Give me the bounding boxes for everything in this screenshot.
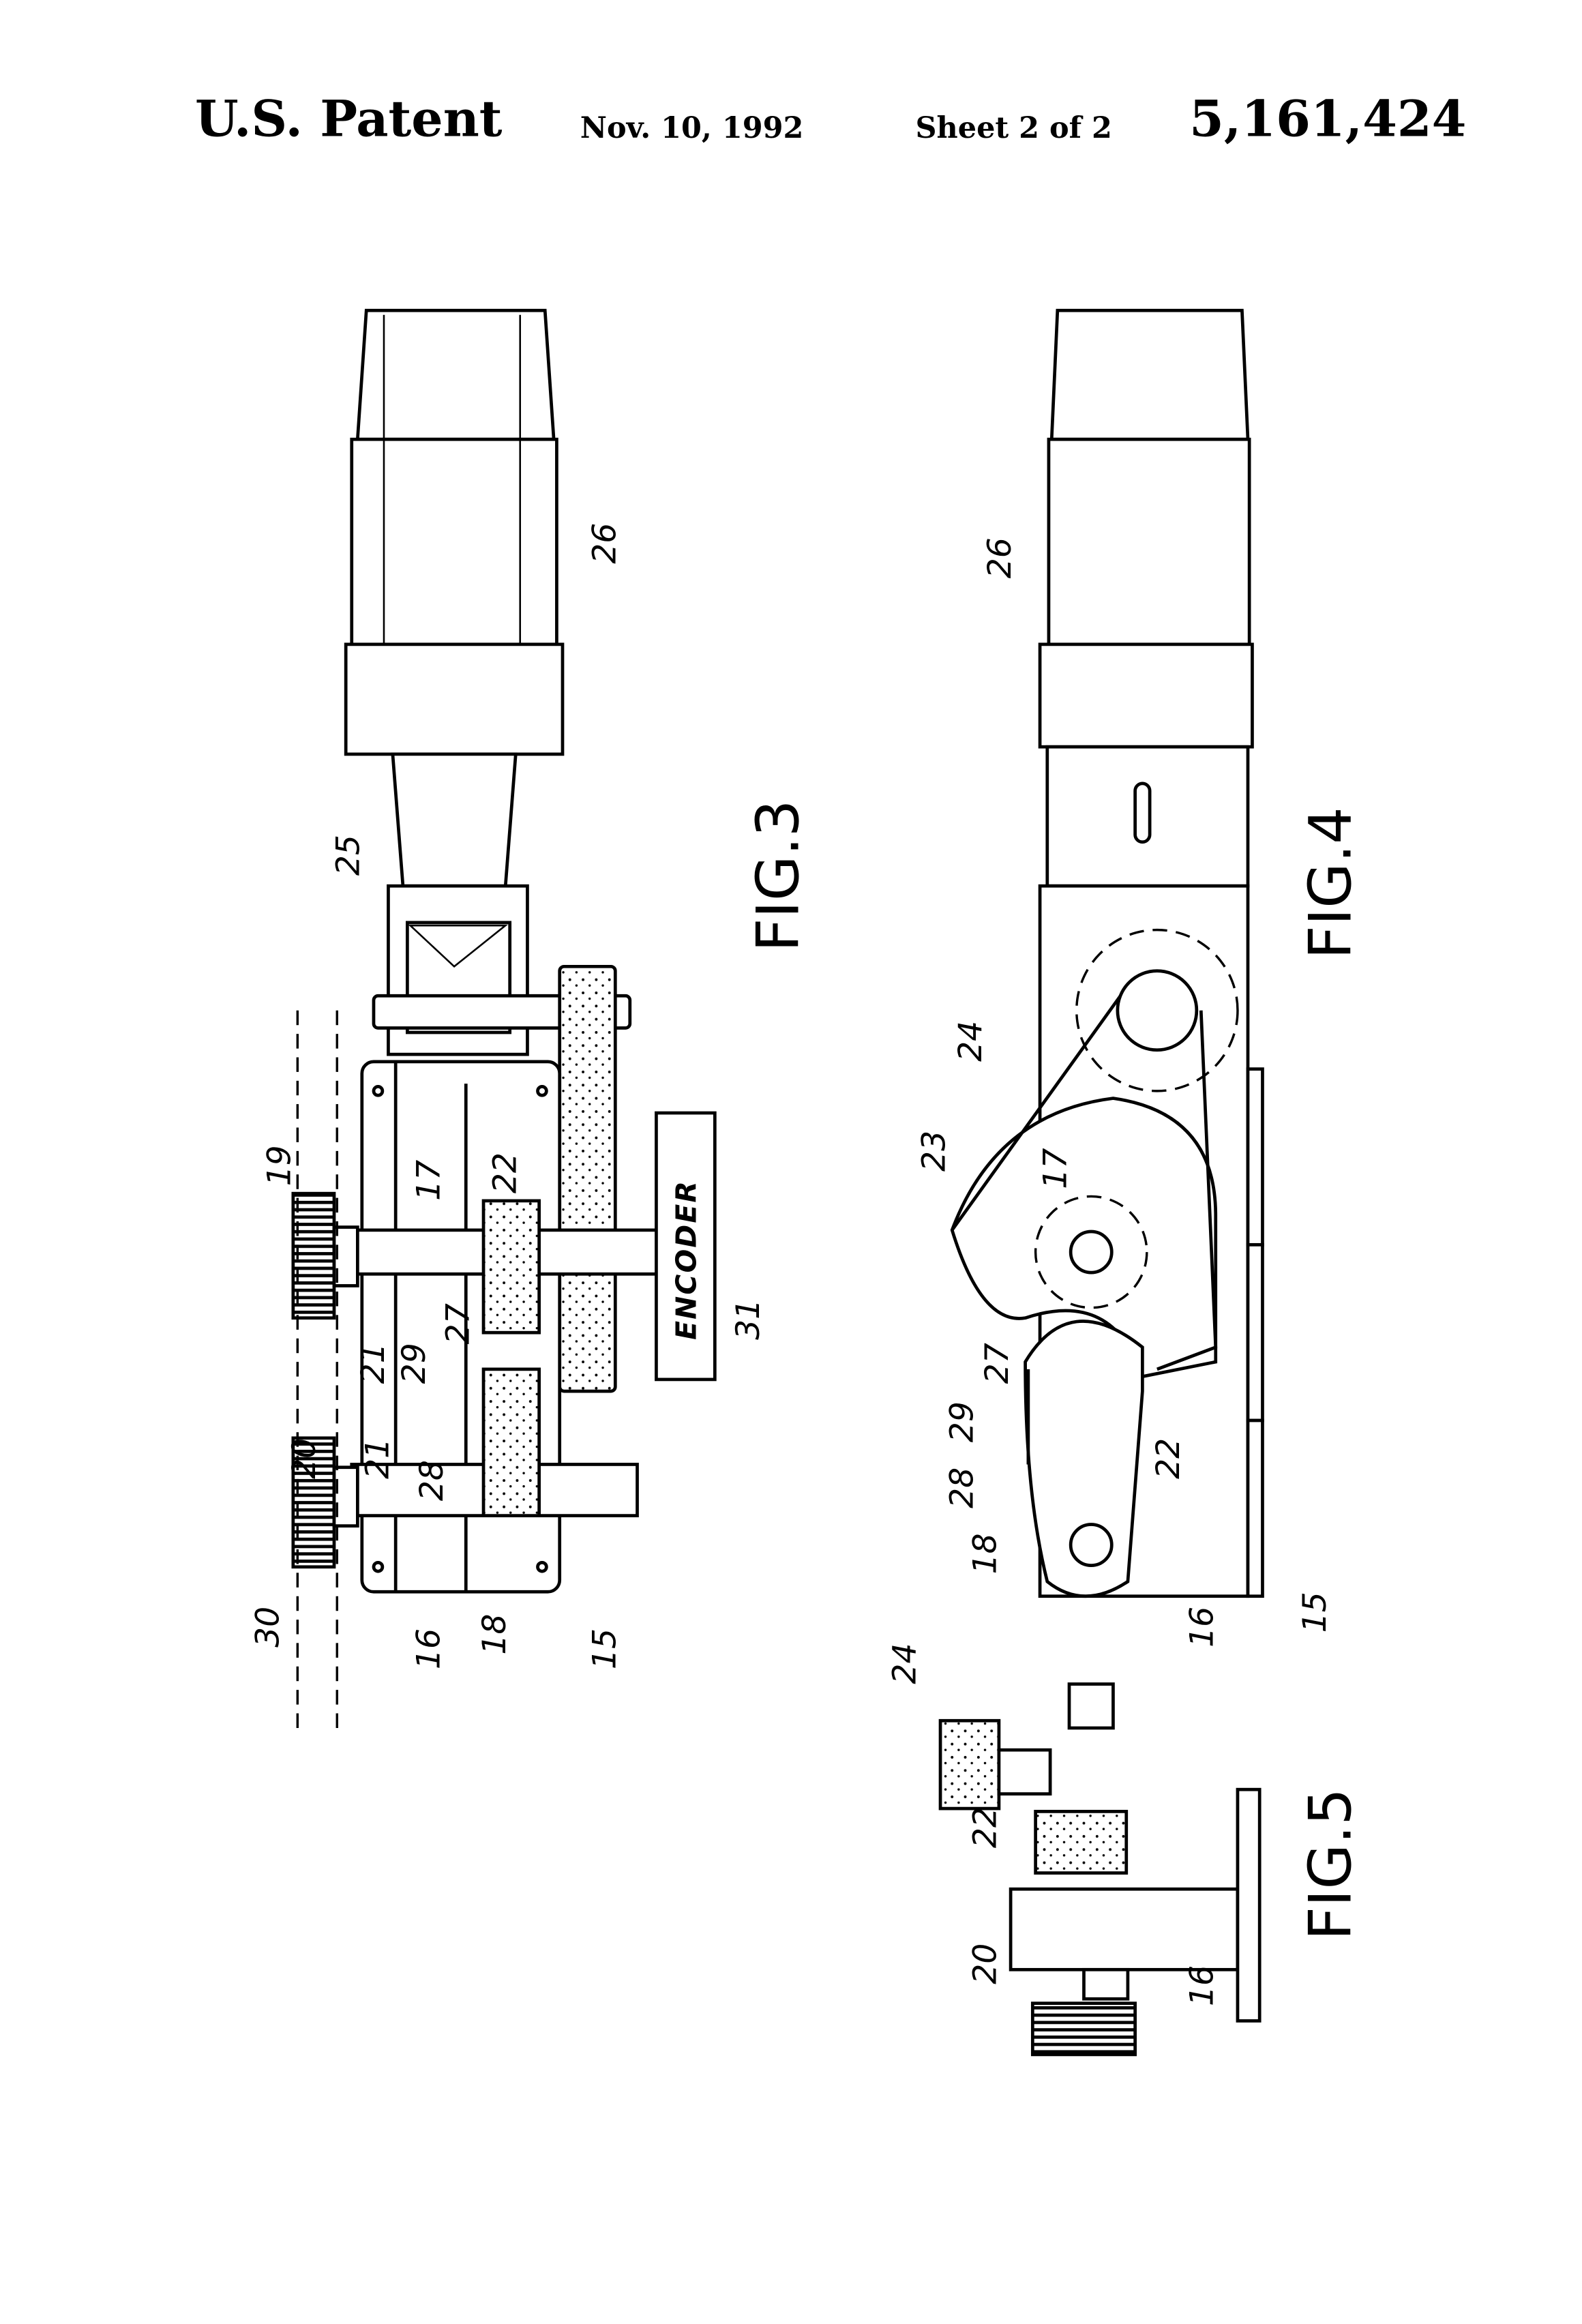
ref-20: 20 — [286, 1438, 323, 1479]
fig5-reference-numerals: 24 22 20 16 — [886, 1643, 1221, 2006]
header-left: U.S. Patent — [195, 90, 503, 149]
ref-16: 16 — [1183, 1607, 1221, 1648]
ref-26: 26 — [586, 523, 623, 564]
figure-4: FIG.4 26 24 23 17 27 29 28 22 18 16 15 — [915, 308, 1364, 1648]
fig4-label: FIG.4 — [1296, 807, 1364, 959]
wheel-24-fig3 — [558, 964, 617, 1393]
ref-28: 28 — [413, 1460, 451, 1501]
ref-21b: 21 — [359, 1438, 396, 1479]
fig4-reference-numerals: 26 24 23 17 27 29 28 22 18 16 15 — [915, 537, 1333, 1648]
ref-26: 26 — [981, 537, 1019, 578]
drive-wheel — [1116, 969, 1199, 1052]
ref-28: 28 — [943, 1468, 981, 1508]
knob-19 — [291, 1191, 336, 1320]
ref-22: 22 — [1150, 1438, 1187, 1479]
ref-27: 27 — [440, 1303, 477, 1344]
ref-15: 15 — [1296, 1592, 1334, 1633]
ref-22: 22 — [486, 1152, 524, 1193]
ref-16: 16 — [1183, 1965, 1221, 2006]
gear-22 — [481, 1199, 541, 1335]
header-patent-number: 5,161,424 — [1189, 90, 1466, 149]
ref-15: 15 — [586, 1628, 623, 1669]
ref-30: 30 — [249, 1607, 286, 1648]
figure-5: FIG.5 24 22 20 16 — [886, 1643, 1364, 2057]
ref-24: 24 — [952, 1021, 989, 1062]
ref-20: 20 — [967, 1943, 1004, 1984]
cam-23 — [950, 1097, 1218, 1379]
header-sheet: Sheet 2 of 2 — [916, 111, 1112, 145]
wheel-24-fig5 — [938, 1718, 1001, 1811]
header-date: Nov. 10, 1992 — [580, 111, 804, 145]
ref-18: 18 — [476, 1614, 513, 1655]
motor-26 — [344, 308, 565, 888]
pivot-17 — [1069, 1230, 1114, 1275]
ref-29: 29 — [943, 1401, 981, 1442]
knob-20-fig5 — [1030, 2001, 1137, 2057]
arm-18 — [1024, 1320, 1144, 1598]
ref-29: 29 — [395, 1343, 433, 1384]
plate-16-fig5 — [1009, 1887, 1240, 1971]
ref-18: 18 — [967, 1533, 1004, 1574]
ref-17: 17 — [1037, 1148, 1075, 1189]
ref-23: 23 — [915, 1131, 953, 1172]
gear-18 — [481, 1367, 541, 1517]
belt-24 — [951, 994, 1218, 1371]
sheet-header: U.S. Patent Nov. 10, 1992 Sheet 2 of 2 5… — [195, 90, 1467, 149]
ref-31: 31 — [730, 1299, 767, 1340]
fig3-reference-numerals: 26 25 19 17 22 21 29 27 20 21 28 30 16 1… — [249, 523, 766, 1669]
ref-27: 27 — [979, 1343, 1016, 1384]
fig5-label: FIG.5 — [1296, 1788, 1364, 1940]
ref-16: 16 — [411, 1628, 448, 1669]
ref-21: 21 — [355, 1343, 392, 1384]
encoder-label: ENCODER — [670, 1180, 702, 1340]
ref-19: 19 — [261, 1145, 299, 1186]
ref-25: 25 — [330, 835, 368, 876]
fig3-label: FIG.3 — [745, 800, 813, 952]
figure-3: ENCODER FIG.3 26 25 19 17 22 21 29 27 20… — [249, 308, 813, 1735]
ref-17: 17 — [411, 1160, 448, 1201]
ref-24: 24 — [886, 1643, 924, 1684]
encoder-box: ENCODER — [655, 1111, 717, 1382]
ref-22: 22 — [967, 1807, 1004, 1848]
pivot-18 — [1069, 1523, 1114, 1567]
knob-20 — [291, 1436, 336, 1569]
gear-22-fig5 — [1034, 1810, 1129, 1875]
